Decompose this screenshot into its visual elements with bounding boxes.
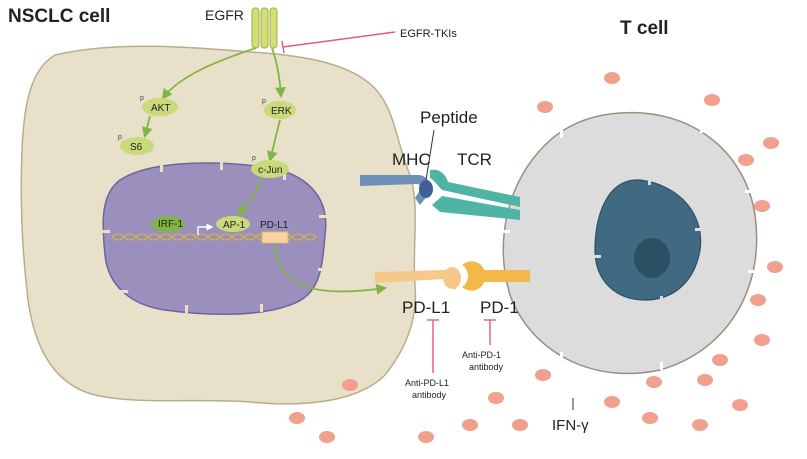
- t-cell-title: T cell: [620, 18, 669, 39]
- peptide-label: Peptide: [420, 108, 478, 127]
- phospho-akt: p: [140, 95, 144, 102]
- t-cell-nuclear-pores: [594, 178, 702, 303]
- cjun-label: c-Jun: [258, 165, 282, 176]
- phospho-cjun: p: [252, 155, 256, 162]
- tcr-molecule: [430, 169, 520, 220]
- phospho-erk: p: [262, 98, 266, 105]
- node-cjun: [251, 160, 289, 178]
- node-s6: [120, 137, 154, 155]
- signaling-arrows: [141, 47, 388, 295]
- egfr-tkis-label: EGFR-TKIs: [400, 28, 457, 40]
- node-ap1: [216, 216, 250, 232]
- pdl1-bulb: [443, 267, 461, 289]
- ifn-gamma-dots: [289, 72, 783, 443]
- egfr-label: EGFR: [205, 7, 244, 23]
- anti-pdl1-label-1: Anti-PD-L1: [405, 378, 449, 388]
- nsclc-cell-title: NSCLC cell: [8, 6, 110, 27]
- akt-label: AKT: [151, 103, 170, 114]
- anti-pdl1-inhibitor: [427, 319, 439, 373]
- erk-label: ERK: [271, 106, 292, 117]
- pdl1-gene-label: PD-L1: [260, 220, 289, 231]
- peptide-pointer: [425, 129, 435, 181]
- anti-pdl1-label-2: antibody: [412, 390, 447, 400]
- peptide: [419, 180, 433, 198]
- t-cell-membrane-notches: [502, 125, 756, 370]
- s6-label: S6: [130, 142, 143, 153]
- ifng-label: IFN-γ: [552, 417, 589, 434]
- egfr-receptor: [251, 7, 278, 49]
- pdl1-label: PD-L1: [402, 298, 450, 317]
- ap1-label: AP-1: [223, 220, 246, 231]
- pd1-protein: [462, 261, 530, 291]
- nuclear-pores: [102, 162, 327, 313]
- egfr-tki-inhibitor: [281, 31, 396, 54]
- phospho-s6: p: [118, 134, 122, 141]
- nsclc-nucleus: [102, 162, 327, 315]
- t-cell-nucleolus: [634, 238, 670, 278]
- anti-pd1-label-1: Anti-PD-1: [462, 350, 501, 360]
- anti-pd1-inhibitor: [484, 319, 496, 345]
- node-irf1: [151, 216, 185, 232]
- node-akt: [142, 98, 178, 116]
- irf1-label: IRF-1: [158, 219, 183, 230]
- transcription-arrow: [197, 223, 214, 235]
- node-erk: [264, 101, 296, 119]
- mhc-label: MHC: [392, 150, 431, 169]
- anti-pd1-label-2: antibody: [469, 362, 504, 372]
- mhc-molecule: [360, 175, 430, 205]
- pdl1-protein: [375, 270, 459, 290]
- pdl1-gene-box: [261, 231, 289, 244]
- tcr-label: TCR: [457, 150, 492, 169]
- pd1-label: PD-1: [480, 298, 519, 317]
